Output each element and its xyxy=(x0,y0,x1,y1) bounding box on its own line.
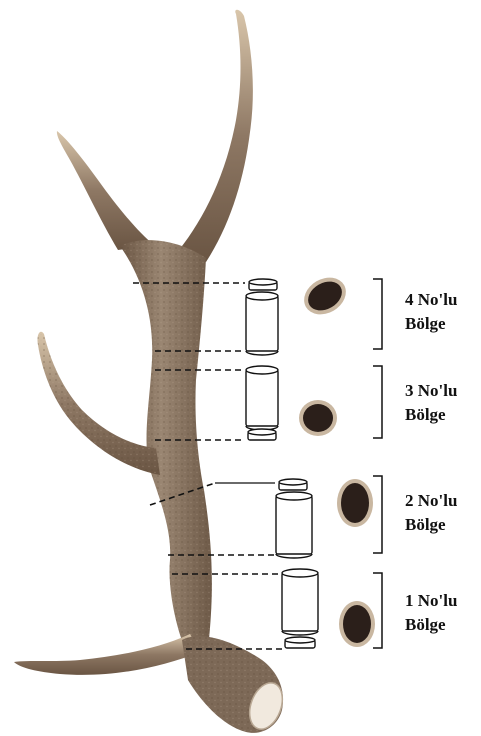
zone-brackets xyxy=(373,279,382,648)
bracket-zone-2 xyxy=(373,476,382,553)
cross-section-zone-2 xyxy=(337,479,373,527)
zone-1-number-label: 1 No'lu xyxy=(405,589,457,613)
bracket-zone-3 xyxy=(373,366,382,438)
cross-section-zone-4 xyxy=(297,270,352,321)
bracket-zone-4 xyxy=(373,279,382,349)
zone-2-number-label: 2 No'lu xyxy=(405,489,457,513)
zone-1-region-label: Bölge xyxy=(405,613,457,637)
antler-brow-tine xyxy=(14,634,200,675)
sample-cylinders xyxy=(246,279,318,648)
zone-label-4: 4 No'lu Bölge xyxy=(405,288,457,336)
antler-top-right-tine xyxy=(175,10,253,262)
cylinder-zone-4 xyxy=(246,279,278,355)
zone-3-number-label: 3 No'lu xyxy=(405,379,457,403)
zone-3-region-label: Bölge xyxy=(405,403,457,427)
zone-4-number-label: 4 No'lu xyxy=(405,288,457,312)
zone-2-region-label: Bölge xyxy=(405,513,457,537)
cylinder-zone-1 xyxy=(282,569,318,648)
zone-label-2: 2 No'lu Bölge xyxy=(405,489,457,537)
cylinder-zone-2 xyxy=(276,479,312,558)
cross-section-zone-3 xyxy=(299,400,337,436)
zone-4-region-label: Bölge xyxy=(405,312,457,336)
cross-section-zone-1 xyxy=(339,601,375,647)
cylinder-zone-3 xyxy=(246,366,278,440)
zone-label-1: 1 No'lu Bölge xyxy=(405,589,457,637)
bracket-zone-1 xyxy=(373,573,382,648)
antler-top-left-tine xyxy=(57,131,154,250)
zone-label-3: 3 No'lu Bölge xyxy=(405,379,457,427)
